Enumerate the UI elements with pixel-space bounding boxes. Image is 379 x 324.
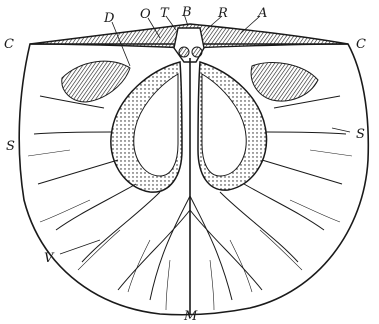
label-B: B bbox=[181, 5, 192, 20]
label-D: D bbox=[103, 11, 115, 26]
label-R: R bbox=[217, 6, 228, 21]
label-C-right: C bbox=[356, 37, 366, 52]
cardinal-pit-right bbox=[192, 47, 202, 57]
label-M: M bbox=[183, 309, 198, 324]
label-S-right: S bbox=[356, 127, 365, 142]
cardinal-pit-left bbox=[179, 47, 189, 57]
label-A: A bbox=[257, 6, 267, 21]
label-S-left: S bbox=[6, 139, 15, 154]
label-T: T bbox=[160, 6, 170, 21]
label-O: O bbox=[140, 7, 151, 22]
label-V: V bbox=[44, 251, 55, 266]
label-C-left: C bbox=[4, 37, 14, 52]
